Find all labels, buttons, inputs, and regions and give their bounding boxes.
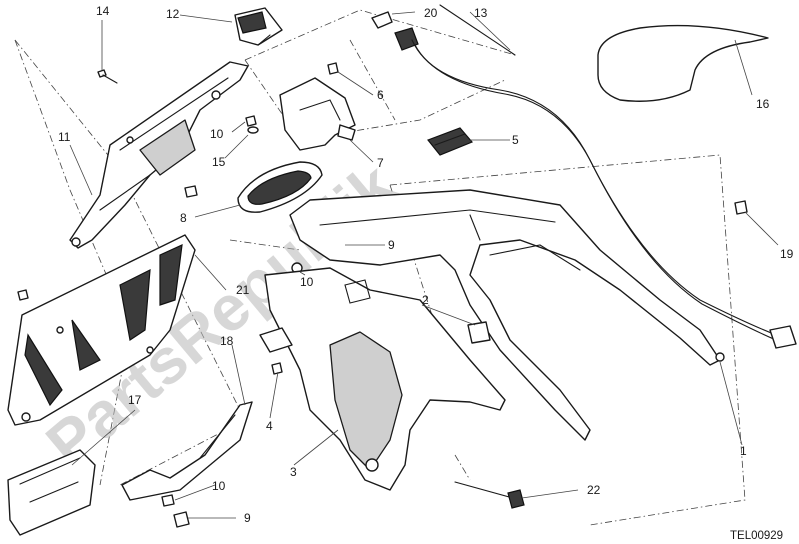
licence-lamp-12	[234, 7, 283, 46]
callout-11: 11	[58, 130, 71, 144]
nut-center	[184, 185, 198, 198]
callout-12: 12	[166, 7, 180, 21]
callout-16: 16	[756, 97, 770, 111]
plate-holder-bracket-11	[69, 61, 249, 249]
bracket-18	[121, 401, 253, 501]
washer-15	[247, 126, 259, 134]
callout-9-lower: 9	[244, 511, 251, 525]
reflector-8	[237, 161, 323, 213]
screw-21	[17, 289, 29, 301]
screw-6	[327, 62, 339, 75]
callout-10-upper: 10	[210, 127, 224, 141]
callout-3: 3	[290, 465, 297, 479]
callout-10-lower: 10	[212, 479, 226, 493]
callout-1: 1	[740, 444, 747, 458]
bulb-20	[371, 11, 419, 51]
plate-support-21	[7, 234, 196, 426]
reflector-17	[7, 449, 96, 536]
drawing-code: TEL00929	[730, 530, 783, 542]
callout-10-middle: 10	[300, 275, 314, 289]
assembly-guide-lines	[14, 9, 746, 526]
lamp-support-7	[279, 77, 356, 151]
undertray-3	[259, 267, 506, 491]
screw-10-lower	[161, 494, 175, 507]
callout-4: 4	[266, 419, 273, 433]
bolt-14	[97, 69, 118, 84]
rear-frame-1	[289, 189, 725, 441]
fastener-4	[271, 362, 283, 375]
nut-9-lower	[173, 511, 190, 528]
leader-lines	[69, 11, 779, 519]
screw-10-upper	[245, 115, 257, 127]
callout-18: 18	[220, 334, 234, 348]
callout-17: 17	[128, 393, 142, 407]
callout-6: 6	[377, 88, 384, 102]
cover-16	[597, 24, 769, 102]
wire-13	[411, 4, 797, 349]
callout-20: 20	[424, 6, 438, 20]
callout-labels: 1 2 3 4 5 6 7 8 9 10 11 12 13 14 15 16 1…	[58, 4, 794, 525]
callout-2: 2	[422, 293, 429, 307]
callout-22: 22	[587, 483, 601, 497]
callout-13: 13	[474, 6, 488, 20]
cable-tie-22	[454, 481, 525, 509]
callout-14: 14	[96, 4, 110, 18]
callout-8: 8	[180, 211, 187, 225]
callout-7: 7	[377, 156, 384, 170]
clip-2	[467, 321, 491, 344]
callout-5: 5	[512, 133, 519, 147]
rubber-pad-5	[427, 127, 473, 156]
callout-9-upper: 9	[388, 238, 395, 252]
callout-21: 21	[236, 283, 250, 297]
callout-15: 15	[212, 155, 226, 169]
callout-19: 19	[780, 247, 794, 261]
screw-19	[734, 200, 748, 215]
